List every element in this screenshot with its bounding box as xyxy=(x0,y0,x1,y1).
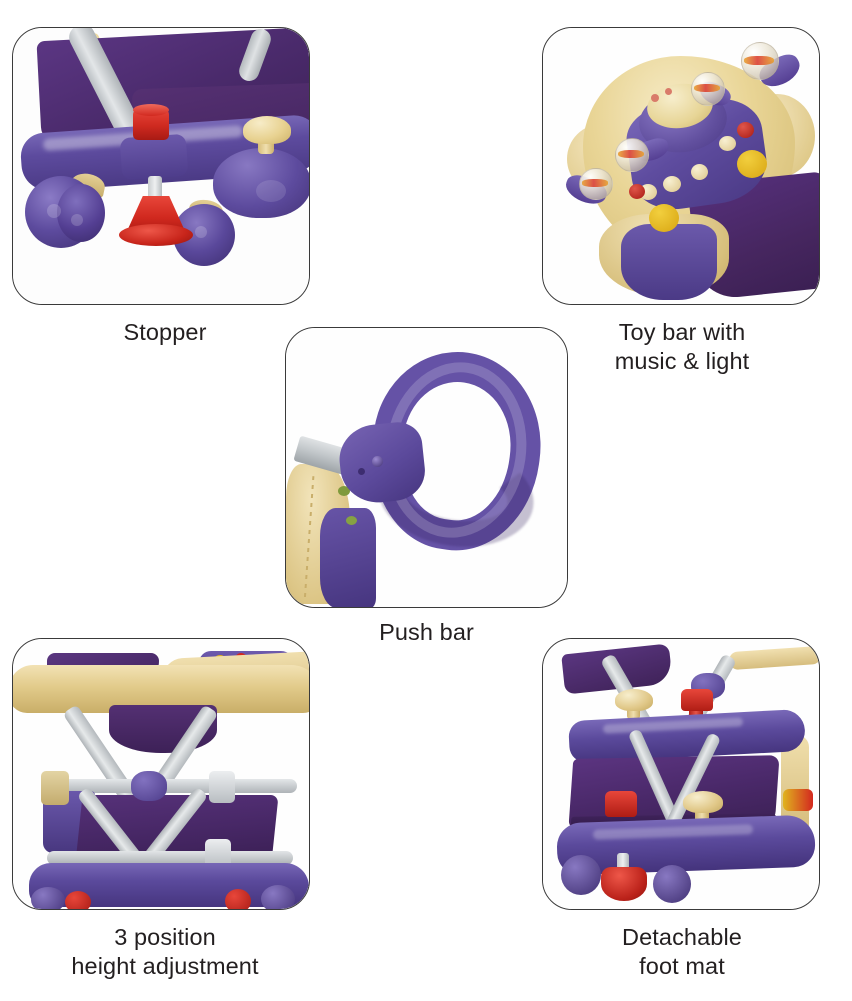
feature-caption-foot-mat: Detachable foot mat xyxy=(622,924,742,979)
feature-caption-height-adjustment: 3 position height adjustment xyxy=(71,924,259,979)
photo-frame-stopper xyxy=(12,27,310,305)
feature-caption-pushbar: Push bar xyxy=(379,619,474,645)
photo-frame-toybar xyxy=(542,27,820,305)
product-photo-stopper xyxy=(13,28,309,304)
photo-frame-pushbar xyxy=(285,327,568,608)
photo-frame-height-adjustment xyxy=(12,638,310,910)
product-photo-foot-mat xyxy=(543,639,819,909)
feature-caption-toybar: Toy bar with music & light xyxy=(614,319,750,374)
product-photo-toybar xyxy=(543,28,819,304)
feature-card-foot-mat[interactable] xyxy=(542,638,820,910)
feature-card-toybar[interactable] xyxy=(542,27,820,305)
feature-caption-stopper: Stopper xyxy=(123,319,207,345)
photo-frame-foot-mat xyxy=(542,638,820,910)
feature-card-stopper[interactable] xyxy=(12,27,310,305)
product-photo-pushbar xyxy=(286,328,567,607)
feature-card-height-adjustment[interactable] xyxy=(12,638,310,910)
feature-card-pushbar[interactable] xyxy=(285,327,568,608)
product-photo-height-adjustment xyxy=(13,639,309,909)
